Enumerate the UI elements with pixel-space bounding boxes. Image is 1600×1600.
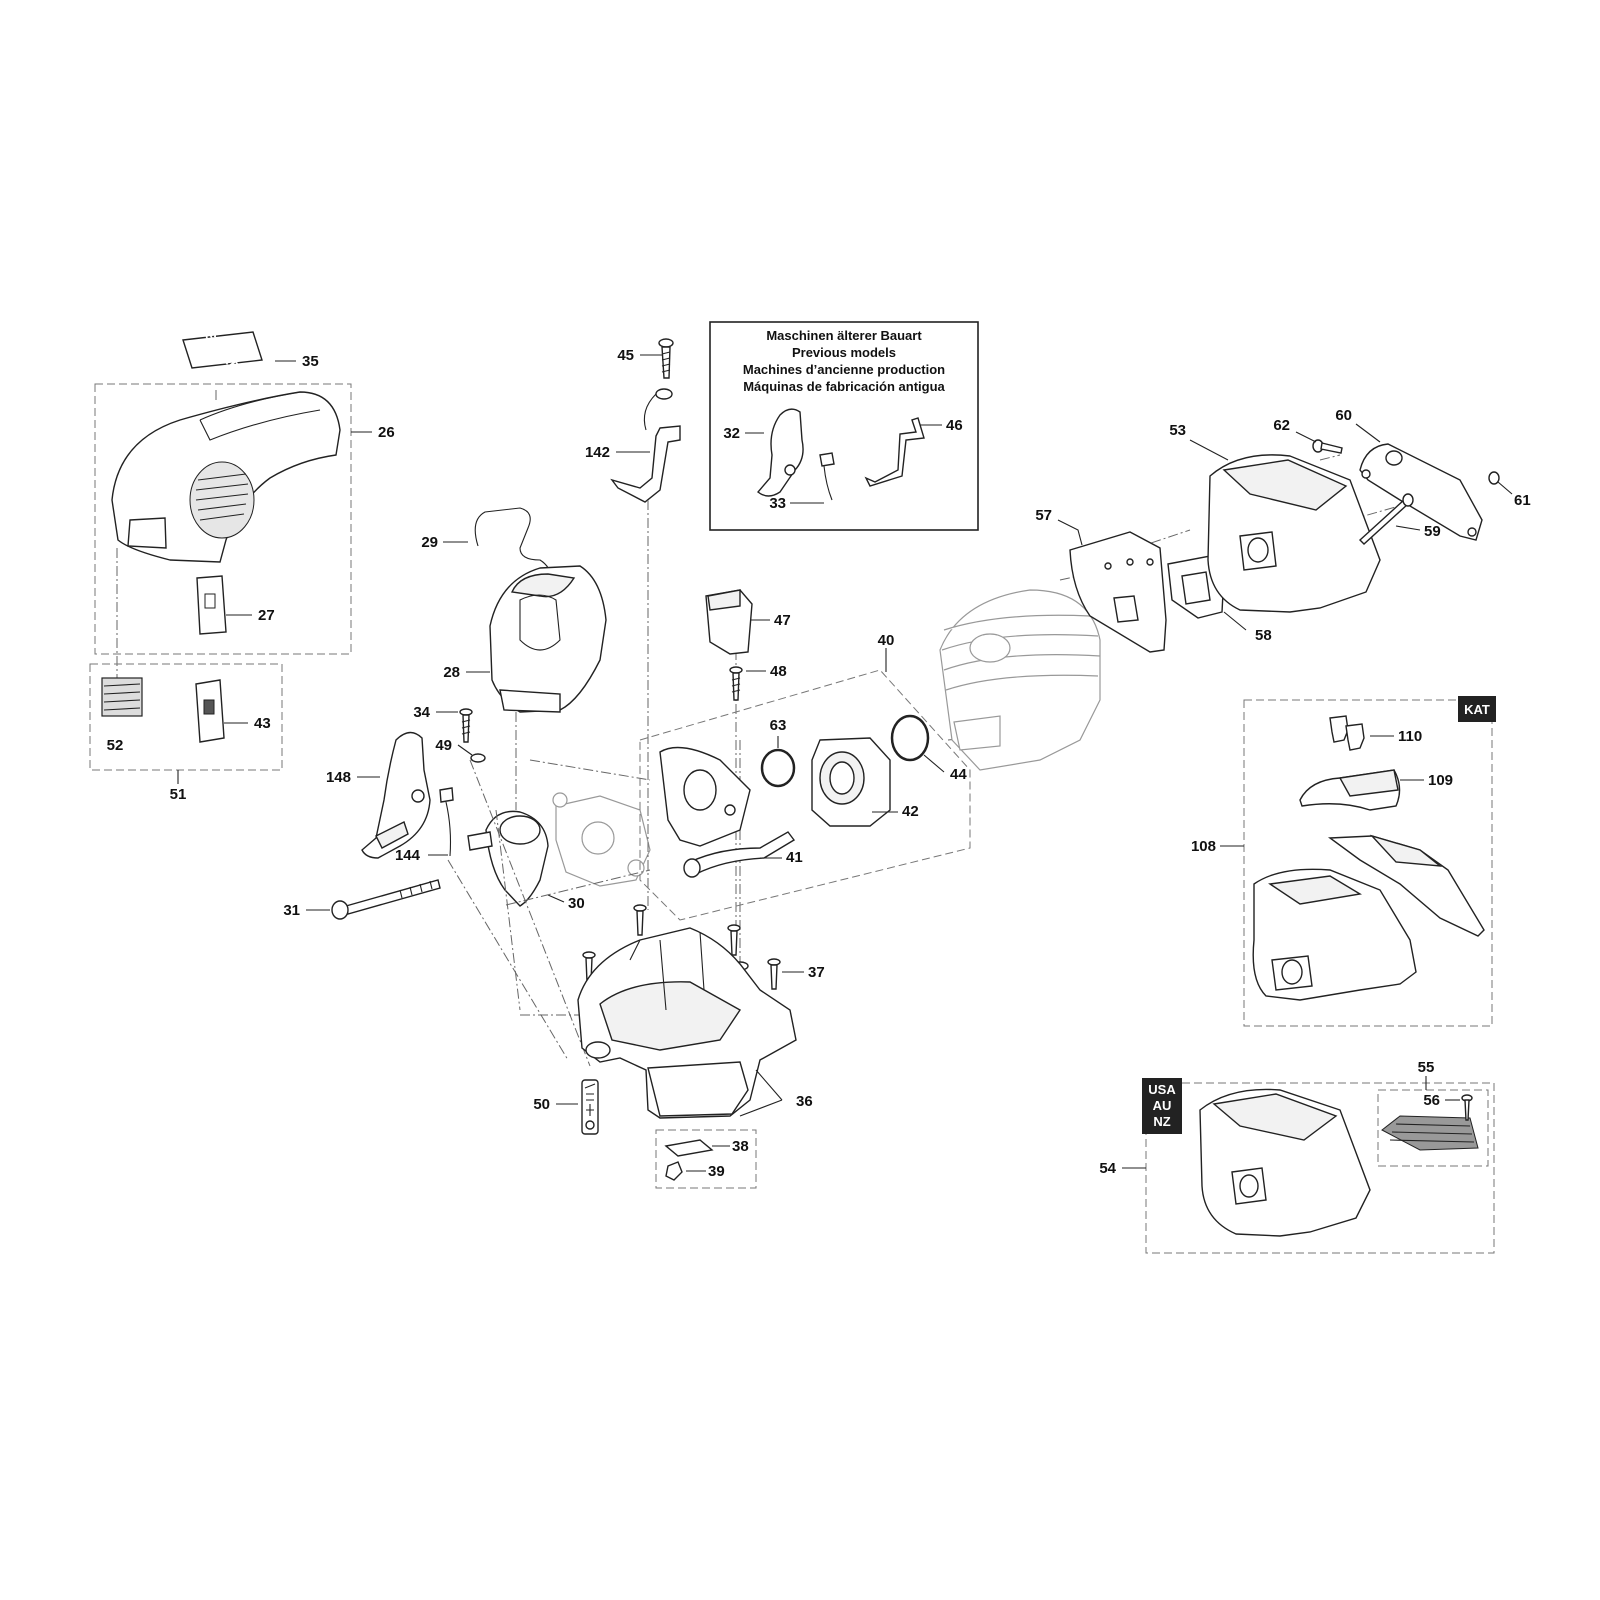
label-51: 51 bbox=[170, 786, 187, 803]
throttle-lever-shape bbox=[361, 731, 431, 859]
part-47-group: 47 48 bbox=[705, 589, 791, 701]
kat-group: KAT 110 109 108 bbox=[1191, 696, 1496, 1027]
screw-110b bbox=[1345, 723, 1365, 751]
cylinder-group bbox=[939, 589, 1101, 771]
region-badge-au: AU bbox=[1153, 1098, 1172, 1113]
label-62: 62 bbox=[1273, 417, 1290, 434]
label-59: 59 bbox=[1424, 523, 1441, 540]
crankcase-screws bbox=[582, 904, 781, 990]
intake-group-40: 40 63 42 44 41 bbox=[639, 632, 971, 921]
kat-badge bbox=[1458, 696, 1496, 722]
label-50: 50 bbox=[533, 1096, 550, 1113]
kat-badge-text: KAT bbox=[1464, 702, 1490, 717]
label-63: 63 bbox=[770, 717, 787, 734]
crankcase-group: 37 36 bbox=[577, 904, 825, 1119]
label-31: 31 bbox=[283, 902, 300, 919]
label-27: 27 bbox=[258, 607, 275, 624]
throttle-lever-group: 148 144 bbox=[326, 731, 454, 864]
label-49: 49 bbox=[435, 737, 452, 754]
label-58: 58 bbox=[1255, 627, 1272, 644]
label-40: 40 bbox=[878, 632, 895, 649]
region-badge bbox=[1142, 1078, 1182, 1134]
label-41: 41 bbox=[786, 849, 803, 866]
muffler-group: 53 62 60 61 59 bbox=[1169, 407, 1531, 613]
label-57: 57 bbox=[1035, 507, 1052, 524]
label-109: 109 bbox=[1428, 772, 1453, 789]
inset-line-fr: Machines d’ancienne production bbox=[743, 362, 945, 377]
label-45: 45 bbox=[617, 347, 634, 364]
snap-ring-44-shape bbox=[890, 714, 930, 762]
label-56: 56 bbox=[1423, 1092, 1440, 1109]
previous-models-inset: Maschinen älterer Bauart Previous models… bbox=[709, 321, 979, 531]
region-badge-nz: NZ bbox=[1153, 1114, 1170, 1129]
label-36: 36 bbox=[796, 1093, 813, 1110]
bolt-31-shape bbox=[345, 879, 441, 915]
label-53: 53 bbox=[1169, 422, 1186, 439]
label-44: 44 bbox=[950, 766, 967, 783]
label-142: 142 bbox=[585, 444, 610, 461]
heat-shield-group: 57 bbox=[1035, 507, 1167, 653]
label-110: 110 bbox=[1398, 728, 1422, 745]
inset-line-es: Máquinas de fabricación antigua bbox=[743, 379, 945, 394]
label-34: 34 bbox=[413, 704, 430, 721]
air-filter-housing-group: 29 28 bbox=[421, 507, 607, 713]
label-60: 60 bbox=[1335, 407, 1352, 424]
label-42: 42 bbox=[902, 803, 919, 820]
bolt-59-shape bbox=[1358, 499, 1410, 545]
label-29: 29 bbox=[421, 534, 438, 551]
label-35: 35 bbox=[302, 353, 319, 370]
label-28: 28 bbox=[443, 664, 460, 681]
part-39-shape bbox=[665, 1161, 683, 1181]
label-43: 43 bbox=[254, 715, 271, 732]
label-54: 54 bbox=[1099, 1160, 1116, 1177]
label-46: 46 bbox=[946, 417, 963, 434]
old-lever-pivot bbox=[784, 464, 796, 476]
spring-29-shape bbox=[474, 507, 552, 591]
carburettor-group: 30 31 bbox=[283, 792, 651, 920]
speed-decal-shape bbox=[182, 331, 263, 369]
label-33: 33 bbox=[769, 495, 786, 512]
inset-line-de: Maschinen älterer Bauart bbox=[766, 328, 922, 343]
label-55: 55 bbox=[1418, 1059, 1435, 1076]
old-rod-shape bbox=[864, 417, 925, 487]
label-108: 108 bbox=[1191, 838, 1216, 855]
label-30: 30 bbox=[568, 895, 585, 912]
top-cover-group: SPEED 35 27 26 bbox=[94, 328, 395, 690]
label-61: 61 bbox=[1514, 492, 1531, 509]
usa-group: USA AU NZ 54 55 56 bbox=[1099, 1059, 1495, 1254]
label-48: 48 bbox=[770, 663, 787, 680]
label-32: 32 bbox=[723, 425, 740, 442]
label-38: 38 bbox=[732, 1138, 749, 1155]
filter-group-51: 43 52 51 bbox=[89, 663, 283, 803]
plate-60-shape bbox=[1359, 443, 1483, 541]
label-39: 39 bbox=[708, 1163, 725, 1180]
bracket-142-group: 45 142 bbox=[585, 338, 681, 503]
screw-34-group: 34 49 bbox=[413, 704, 486, 763]
old-lever-clip-shape bbox=[819, 452, 835, 467]
cover-latch bbox=[127, 517, 167, 549]
impulse-hose-shape bbox=[689, 831, 796, 875]
label-52: 52 bbox=[107, 737, 124, 754]
label-47: 47 bbox=[774, 612, 791, 629]
region-badge-usa: USA bbox=[1148, 1082, 1176, 1097]
label-26: 26 bbox=[378, 424, 395, 441]
switch-decal-group: 50 bbox=[533, 1079, 599, 1135]
inset-line-en: Previous models bbox=[792, 345, 896, 360]
valve-group: 38 39 bbox=[655, 1129, 757, 1189]
part-38-shape bbox=[664, 1139, 714, 1157]
label-148: 148 bbox=[326, 769, 351, 786]
bracket-142-shape bbox=[610, 425, 681, 503]
label-37: 37 bbox=[808, 964, 825, 981]
label-144: 144 bbox=[395, 847, 421, 864]
screw-110a bbox=[1329, 715, 1349, 743]
ring-63-shape bbox=[760, 748, 796, 788]
heat-shield-57-shape bbox=[1069, 531, 1167, 653]
